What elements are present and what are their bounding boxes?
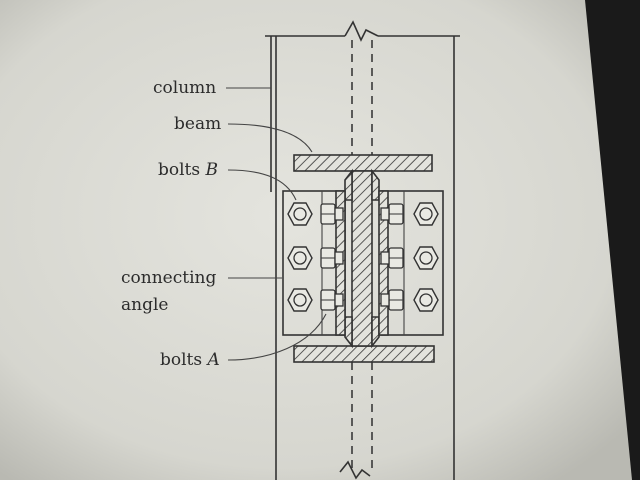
- bolts-b-leader: [227, 169, 297, 201]
- hexagon-bolt-icon: [413, 288, 439, 312]
- break-symbol-bottom: [339, 460, 371, 480]
- label-angle: angle: [121, 295, 168, 315]
- bolts-a-leader: [227, 313, 327, 361]
- hexagon-bolt-icon: [413, 202, 439, 226]
- hexagon-bolt-icon: [413, 246, 439, 270]
- labels: column beam bolts B connecting angle bol…: [121, 78, 221, 370]
- beam-web: [351, 170, 373, 347]
- bolt-shank-icon: [380, 203, 404, 225]
- column-outline: [265, 35, 460, 480]
- hexagon-bolt-icon: [287, 288, 313, 312]
- hexagon-bolt-icon: [287, 246, 313, 270]
- beam-top-flange: [293, 154, 433, 172]
- break-symbol-top: [344, 20, 379, 42]
- bolt-shank-icon: [320, 203, 344, 225]
- beam-section: [293, 154, 435, 363]
- bolts-b-group: [287, 202, 439, 312]
- label-beam: beam: [174, 114, 221, 134]
- label-bolts-b: bolts B: [158, 160, 218, 180]
- column-web-hidden-lines: [351, 40, 373, 470]
- beam-bottom-flange: [293, 345, 435, 363]
- bolt-shank-icon: [320, 247, 344, 269]
- bolts-a-group: [320, 203, 404, 311]
- label-bolts-a: bolts A: [160, 350, 220, 370]
- label-bolts-b-letter: B: [205, 160, 219, 180]
- leader-lines: [226, 87, 327, 361]
- hexagon-bolt-icon: [287, 202, 313, 226]
- bolt-shank-icon: [380, 289, 404, 311]
- bolt-shank-icon: [380, 247, 404, 269]
- label-connecting: connecting: [121, 268, 216, 288]
- label-column: column: [153, 78, 216, 98]
- label-bolts-a-letter: A: [206, 350, 220, 370]
- bolt-shank-icon: [320, 289, 344, 311]
- beam-leader: [227, 123, 313, 153]
